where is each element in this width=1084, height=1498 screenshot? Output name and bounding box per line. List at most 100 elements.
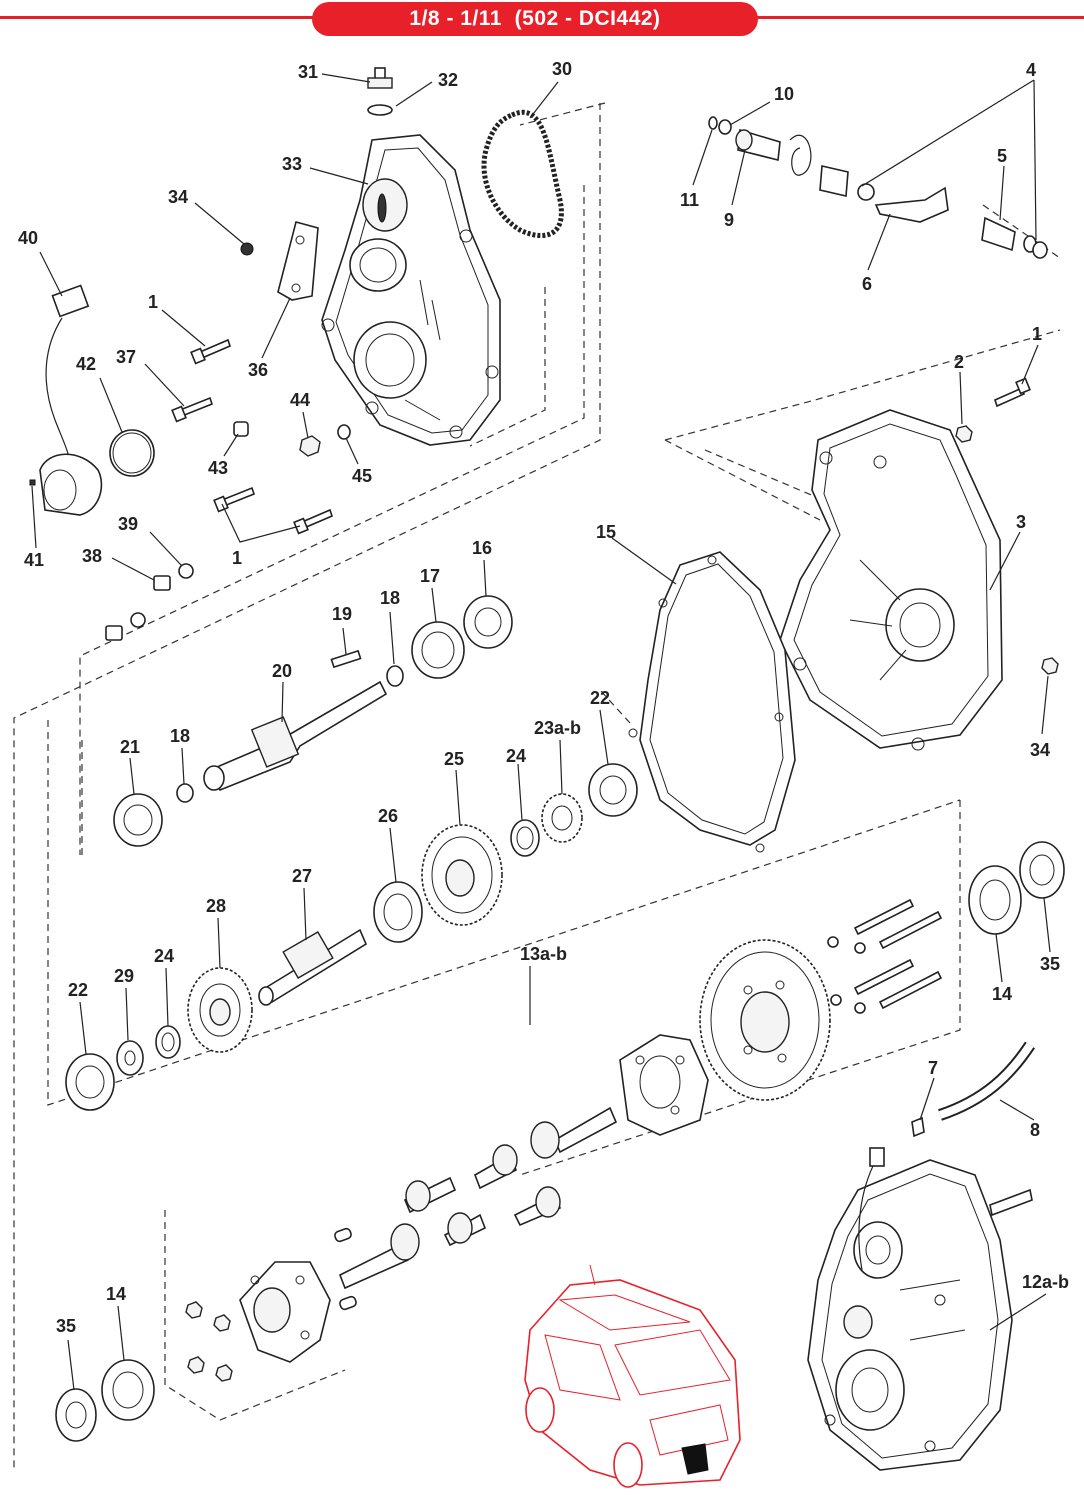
callout-1: 1: [148, 292, 158, 312]
bearing-14a-icon: [968, 865, 1022, 935]
callout-42: 42: [76, 354, 96, 374]
gear-25-icon: [421, 824, 503, 926]
nut-34b-icon: [1041, 657, 1059, 675]
synchro-26-icon: [373, 881, 423, 943]
callout-31: 31: [298, 62, 318, 82]
bolt-1b-icon: [213, 486, 333, 535]
assembly-guide-lines: [13, 102, 1061, 1470]
washer-45-icon: [337, 424, 351, 440]
needle-bearing-24a-icon: [510, 819, 540, 857]
callout-1c: 1: [1032, 324, 1042, 344]
o-ring-42-icon: [109, 429, 155, 477]
bracket-36-icon: [277, 221, 319, 301]
output-shaft-27-icon: [258, 928, 368, 1006]
callout-19: 19: [332, 604, 352, 624]
callout-1b: 1: [232, 548, 242, 568]
callout-7: 7: [928, 1058, 938, 1078]
callout-34: 34: [168, 187, 188, 207]
callout-33: 33: [282, 154, 302, 174]
gear-cover-33-icon: [321, 134, 501, 446]
sprocket-28-icon: [187, 967, 253, 1053]
callout-27: 27: [292, 866, 312, 886]
bearing-14b-icon: [101, 1359, 155, 1421]
seal-35b-icon: [55, 1388, 97, 1442]
page-title: 1/8 - 1/11 (502 - DCI442): [312, 2, 758, 36]
bolt-37-icon: [171, 396, 213, 423]
input-shaft-20-icon: [203, 680, 388, 792]
bearing-21-icon: [113, 793, 163, 847]
callout-45: 45: [352, 466, 372, 486]
callout-35b: 35: [56, 1316, 76, 1336]
callout-16: 16: [472, 538, 492, 558]
shift-shaft-assembly-icon: [708, 116, 1048, 259]
washer-29-icon: [116, 1040, 144, 1076]
bearing-22a-icon: [588, 763, 638, 817]
nut-44-icon: [299, 435, 321, 457]
callout-15: 15: [596, 522, 616, 542]
callout-8: 8: [1030, 1120, 1040, 1140]
callout-37: 37: [116, 347, 136, 367]
callout-10: 10: [774, 84, 794, 104]
drive-chain-30-icon: [481, 110, 564, 238]
callout-3: 3: [1016, 512, 1026, 532]
nut-34-icon: [240, 242, 254, 256]
callout-39: 39: [118, 514, 138, 534]
gearbox-assembly-icon: [807, 1147, 1033, 1471]
callout-18b: 18: [170, 726, 190, 746]
diff-bolts-icon: [827, 898, 943, 1014]
callout-22: 22: [590, 688, 610, 708]
screw-41-icon: [29, 479, 36, 486]
planet-gears-icon: [334, 1106, 618, 1311]
callout-36: 36: [248, 360, 268, 380]
seal-35a-icon: [1019, 841, 1065, 899]
sleeve-43-icon: [233, 421, 249, 437]
callout-38: 38: [82, 546, 102, 566]
callout-32: 32: [438, 70, 458, 90]
diff-case-icon: [619, 1034, 709, 1136]
bolt-1c-icon: [994, 377, 1031, 408]
callout-14: 14: [992, 984, 1012, 1004]
callout-4: 4: [1026, 60, 1036, 80]
circlip-18b-icon: [176, 783, 194, 803]
callout-29: 29: [114, 966, 134, 986]
bolt-1-icon: [190, 338, 231, 365]
key-19-icon: [330, 649, 362, 669]
callout-11: 11: [680, 190, 699, 210]
callout-44: 44: [290, 390, 310, 410]
plug-38-icon: [105, 563, 194, 641]
diff-cover-icon: [239, 1261, 331, 1363]
needle-bearing-24b-icon: [155, 1025, 181, 1059]
callout-13a-b: 13a-b: [520, 944, 567, 964]
callout-30: 30: [552, 59, 572, 79]
callout-12a-b: 12a-b: [1022, 1272, 1069, 1292]
vehicle-locator-icon: [524, 1264, 741, 1488]
callout-25: 25: [444, 749, 464, 769]
callout-23a-b: 23a-b: [534, 718, 581, 738]
callout-24b: 24: [154, 946, 174, 966]
callout-21: 21: [120, 737, 140, 757]
callout-20: 20: [272, 661, 292, 681]
callout-43: 43: [208, 458, 228, 478]
callout-35: 35: [1040, 954, 1060, 974]
bearing-17-icon: [411, 621, 465, 679]
gasket-15-icon: [628, 551, 796, 853]
seal-16-icon: [463, 595, 513, 649]
callout-40: 40: [18, 228, 38, 248]
crown-gear-13-icon: [699, 939, 831, 1101]
callout-17: 17: [420, 566, 440, 586]
vent-screw-31-icon: [367, 67, 393, 116]
callout-24: 24: [506, 746, 526, 766]
diff-nuts-icon: [185, 1301, 233, 1382]
callout-2: 2: [954, 352, 964, 372]
circlip-18-icon: [386, 665, 404, 687]
sensor-40-icon: [39, 284, 103, 516]
callout-26: 26: [378, 806, 398, 826]
callout-22b: 22: [68, 980, 88, 1000]
callout-18: 18: [380, 588, 400, 608]
callout-labels: 31 32 30 33 34 40 1 37 42 36 44 43 45 41…: [18, 59, 1069, 1336]
callout-9: 9: [724, 210, 734, 230]
breather-hose-8-icon: [938, 1041, 1035, 1121]
callout-41: 41: [24, 550, 44, 570]
callout-28: 28: [206, 896, 226, 916]
